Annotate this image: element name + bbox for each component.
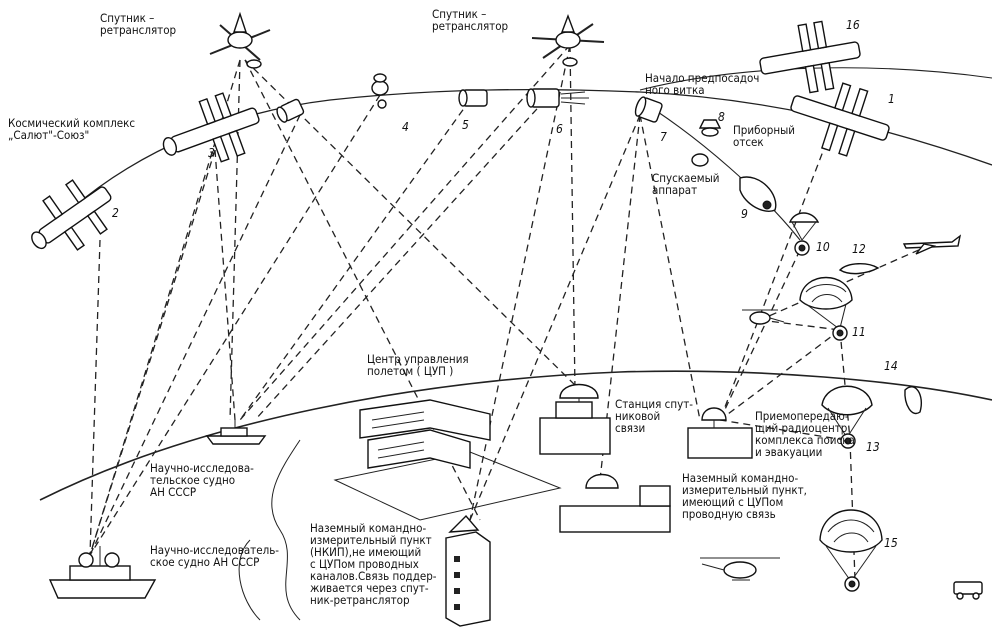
relay-satellite-center-label: Спутник – ретранслятор: [432, 7, 509, 33]
nkip-relay-label: Наземный командно- измерительный пункт (…: [310, 521, 437, 607]
research-ship-upper-icon: [205, 418, 267, 445]
rescue-radio-center-label: Приемопередаю- щий радиоцентр комплекса …: [755, 409, 855, 459]
number-4: 4: [402, 120, 409, 134]
rescue-radio-center-building: [687, 407, 753, 459]
number-11: 11: [852, 325, 866, 339]
satellite-comm-station-label: Станция спут- никовой связи: [615, 397, 693, 435]
search-helicopter-lower-icon: [700, 557, 780, 581]
nkip-wired-label: Наземный командно- измерительный пункт, …: [682, 471, 807, 521]
number-13: 13: [866, 440, 880, 454]
relay-satellite-center-icon: [531, 14, 605, 67]
search-truck-icon: [953, 581, 983, 600]
earth-horizon: [39, 370, 992, 501]
number-10: 10: [816, 240, 830, 254]
number-8: 8: [718, 110, 725, 124]
preland-orbit-label: Начало предпосадоч ного витка: [645, 71, 760, 97]
research-ship-upper-label: Научно-исследова- тельское судно АН СССР: [150, 461, 254, 499]
mission-control-center-label: Центр управления полетом ( ЦУП ): [367, 352, 469, 378]
search-aircraft-icon: [902, 234, 962, 255]
salyut-soyuz-complex-1-icon: [790, 82, 890, 157]
instrument-module-label: Приборный отсек: [733, 123, 796, 149]
search-helicopter-upper-icon: [742, 309, 785, 325]
parachute-sequence: [788, 212, 922, 592]
descent-trajectory: [654, 109, 801, 241]
salyut-soyuz-complex-16-icon: [759, 20, 861, 94]
salyut-soyuz-complex-3-icon: [162, 92, 260, 163]
descent-capsule-icon: [691, 153, 709, 167]
descent-vehicle-label: Спускаемый аппарат: [652, 171, 720, 197]
nkip-tower-building: [445, 514, 491, 627]
ground-station-lower-building: [559, 473, 671, 533]
number-6: 6: [556, 122, 563, 136]
salyut-soyuz-complex-2-icon: [31, 179, 112, 251]
number-9: 9: [741, 207, 748, 221]
number-1: 1: [888, 92, 895, 106]
number-2: 2: [112, 206, 119, 220]
mission-control-center-building: [333, 399, 562, 521]
research-ship-lower-label: Научно-исследователь- ское судно АН СССР: [150, 543, 280, 569]
salyut-soyuz-complex-label: Космический комплекс „Салют"-Союз": [8, 116, 136, 142]
research-ship-lower-icon: [48, 546, 157, 599]
number-14: 14: [884, 359, 898, 373]
soyuz-stage-icons: [276, 73, 777, 212]
number-12: 12: [852, 242, 866, 256]
relay-satellite-left-label: Спутник – ретранслятор: [100, 11, 177, 37]
number-3: 3: [208, 146, 215, 160]
number-7: 7: [660, 130, 667, 144]
number-5: 5: [462, 118, 469, 132]
coastline: [238, 439, 301, 621]
relay-satellite-left-icon: [209, 11, 271, 69]
number-15: 15: [884, 536, 898, 550]
satellite-comm-station-building: [539, 383, 611, 455]
number-16: 16: [846, 18, 860, 32]
